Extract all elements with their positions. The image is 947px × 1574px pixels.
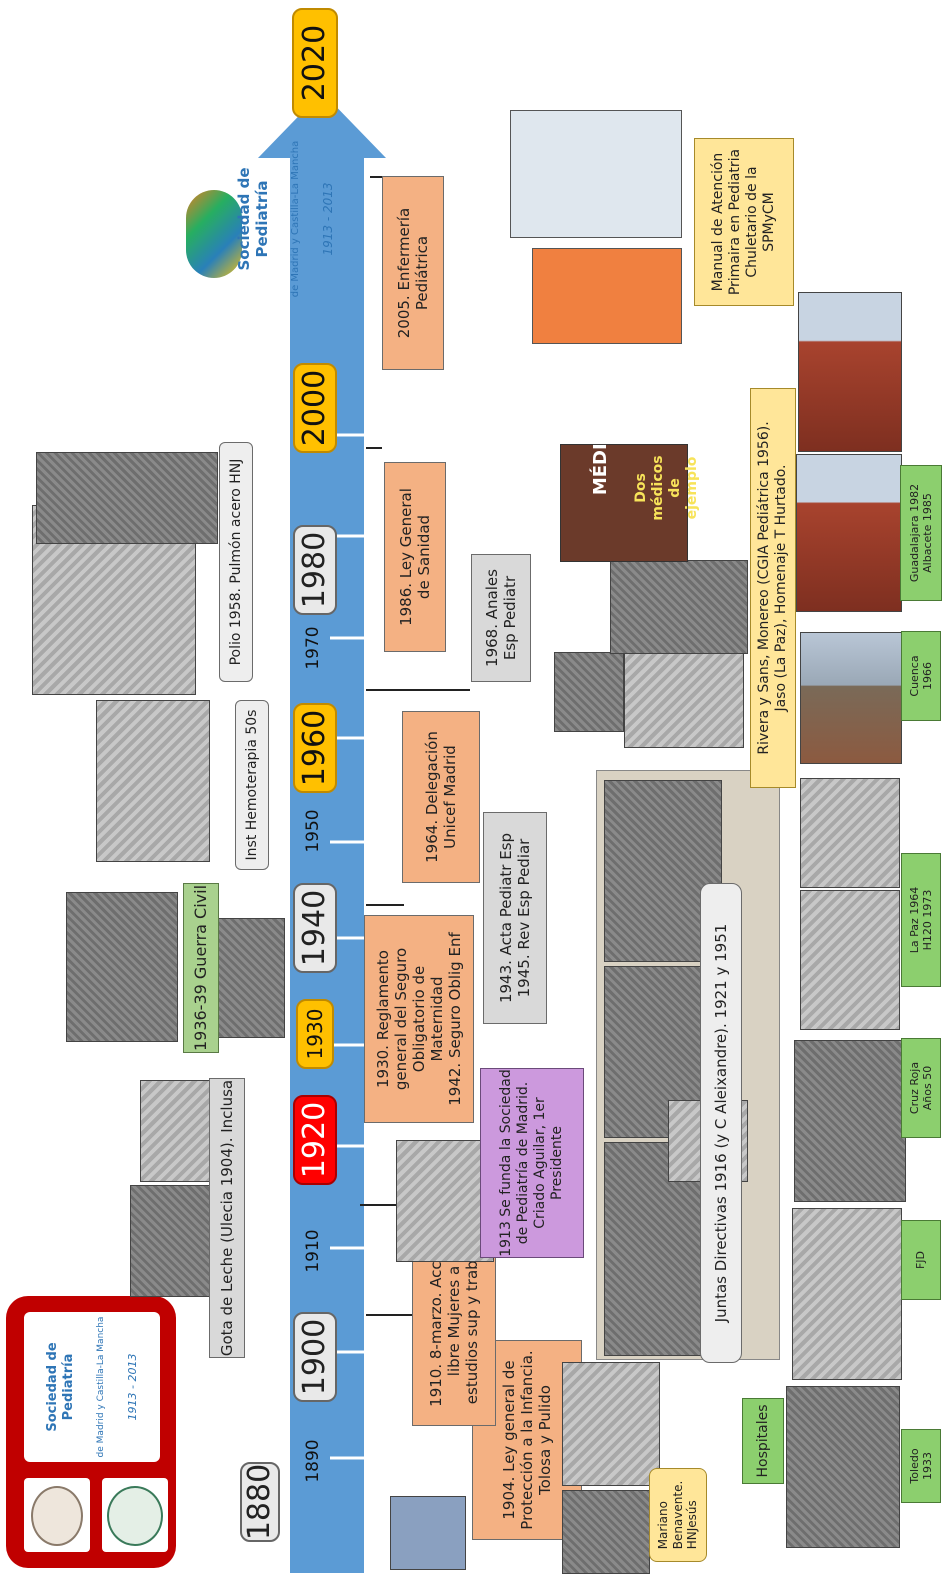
- event-guerra-civil: 1936-39 Guerra Civil: [183, 883, 219, 1053]
- hospital-la-paz-photo-1: [800, 890, 900, 1030]
- society-logo: Sociedad de Pediatría de Madrid y Castil…: [182, 141, 335, 330]
- year-2020: 2020: [292, 8, 338, 118]
- timeline-arrow-shape: [258, 92, 386, 1573]
- rivera-portrait-1: [554, 652, 624, 732]
- year-2000: 2000: [293, 363, 337, 453]
- manual-cover: [532, 248, 682, 344]
- hospital-cuenca: Cuenca 1966: [901, 631, 941, 721]
- benavente-portrait-1: [390, 1496, 466, 1570]
- connector-2005: [370, 176, 386, 178]
- seal-right: [102, 1478, 168, 1552]
- medico-magazine-title: MÉDICO: [590, 414, 612, 496]
- people-rivera: Rivera y Sans, Monereo (CGIA Pediátrica …: [750, 388, 796, 788]
- polio-photo-lung: [36, 452, 218, 544]
- chuletario-cover: [510, 110, 682, 238]
- year-1920: 1920: [293, 1095, 337, 1185]
- connector-1986: [366, 447, 382, 449]
- decade-1890: 1890: [302, 1439, 323, 1483]
- hospitals-title: Hospitales: [742, 1398, 784, 1484]
- hospital-fjd: FJD: [901, 1220, 941, 1300]
- event-gota-leche: Gota de Leche (Ulecia 1904). Inclusa: [209, 1078, 245, 1358]
- benavente-portrait-2: [562, 1490, 650, 1574]
- event-fundacion-1913: 1913 Se funda la Sociedad de Pediatría d…: [480, 1068, 584, 1258]
- year-1960: 1960: [293, 703, 337, 793]
- decade-1970: 1970: [302, 626, 323, 670]
- year-1940: 1940: [293, 883, 337, 973]
- hemoterapia-photo: [96, 700, 210, 862]
- seal-left: [24, 1478, 90, 1552]
- people-manual: Manual de Atención Primaira en Pediatria…: [694, 138, 794, 306]
- people-juntas: Juntas Directivas 1916 (y C Aleixandre).…: [700, 883, 742, 1363]
- person-benavente: Mariano Benavente. HNJesús: [649, 1468, 707, 1562]
- seal-left-emblem: [31, 1486, 83, 1546]
- year-1980: 1980: [293, 525, 337, 615]
- hospital-toledo: Toledo 1933: [901, 1429, 941, 1503]
- guerra-civil-photo-2: [215, 918, 285, 1038]
- hospital-toledo-photo: [786, 1386, 900, 1548]
- monereo-portrait: [610, 560, 748, 654]
- event-polio: Polio 1958. Pulmón acero HNJ: [219, 442, 253, 682]
- connector-1968: [366, 689, 470, 691]
- decade-1910: 1910: [302, 1229, 323, 1273]
- society-logo-emblem: [186, 190, 242, 278]
- hospital-cuenca-photo: [800, 632, 902, 764]
- hospital-cruz-roja: Cruz Roja Años 50: [901, 1038, 941, 1138]
- event-unicef-1964: 1964. Delegación Unicef Madrid: [402, 711, 480, 883]
- year-1880: 1880: [240, 1462, 280, 1542]
- logo-panel: Sociedad de Pediatría de Madrid y Castil…: [24, 1312, 160, 1462]
- medico-magazine-headline: Dos médicos de ejemplo: [633, 455, 700, 521]
- society-logo-subtitle: de Madrid y Castilla-La Mancha: [289, 140, 301, 298]
- connector-1943: [366, 904, 404, 906]
- hospital-albacete-photo: [798, 292, 902, 452]
- society-logo-title: Sociedad de Pediatría: [234, 167, 271, 271]
- event-anales-1968: 1968. Anales Esp Pediatr: [471, 554, 531, 682]
- event-reglamento-1930: 1930. Reglamento general del Seguro Obli…: [364, 915, 474, 1123]
- event-enfermeria-2005: 2005. Enfermería Pediátrica: [382, 176, 444, 370]
- hospital-la-paz-photo-2: [800, 778, 900, 888]
- connector-1913: [360, 1204, 398, 1206]
- rivera-portrait-2: [624, 652, 744, 748]
- hospital-guadalajara-photo: [796, 454, 902, 612]
- year-1900: 1900: [293, 1312, 337, 1402]
- event-ley-1986: 1986. Ley General de Sanidad: [384, 462, 446, 652]
- gota-leche-photo-1: [130, 1185, 224, 1297]
- guerra-civil-photo-1: [66, 892, 178, 1042]
- medico-magazine: MÉDICO Dos médicos de ejemplo: [560, 415, 700, 562]
- society-logo-years: 1913 - 2013: [321, 182, 335, 256]
- event-acta-1943: 1943. Acta Pediatr Esp 1945. Rev Esp Ped…: [483, 812, 547, 1024]
- hospital-cruz-roja-photo: [794, 1040, 906, 1202]
- hospital-la-paz: La Paz 1964 H120 1973: [901, 853, 941, 987]
- year-1930: 1930: [296, 999, 334, 1069]
- society-logo-text: Sociedad de Pediatría de Madrid y Castil…: [235, 134, 335, 304]
- hospital-fjd-photo: [792, 1208, 902, 1380]
- seal-right-emblem: [107, 1486, 163, 1546]
- hospital-guadalajara-albacete: Guadalajara 1982 Albacete 1985: [900, 465, 942, 601]
- decade-1950: 1950: [302, 809, 323, 853]
- event-hemoterapia: Inst Hemoterapia 50s: [235, 700, 269, 870]
- hnjesus-photo: [562, 1362, 660, 1486]
- logo-frame: Sociedad de Pediatría de Madrid y Castil…: [6, 1296, 176, 1568]
- criado-aguilar-portrait: [396, 1140, 494, 1262]
